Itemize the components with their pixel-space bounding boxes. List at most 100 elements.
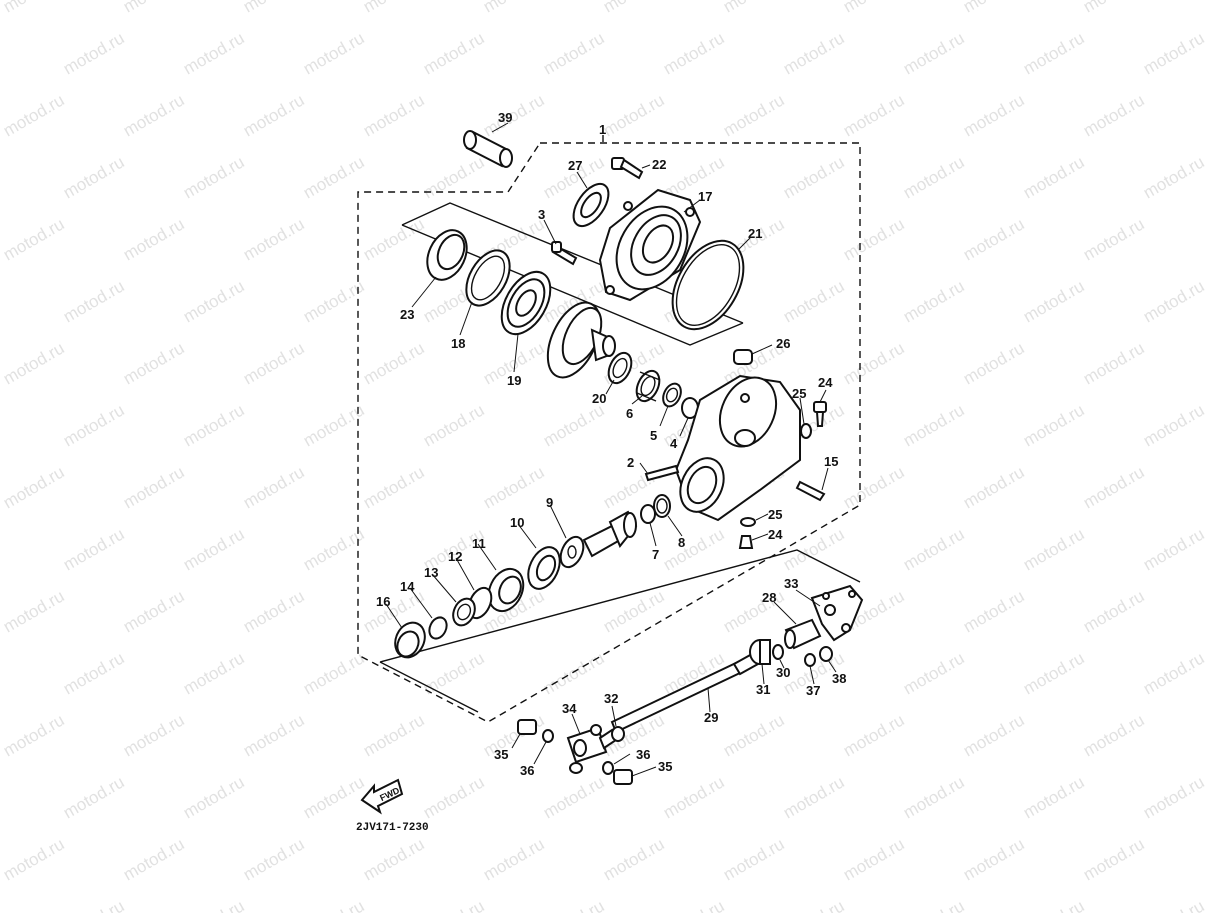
leader-7 <box>649 522 657 547</box>
shaft-set-bracket <box>379 549 861 713</box>
leader-31 <box>761 663 765 685</box>
drain-bolt-top <box>813 401 827 427</box>
leader-39 <box>491 122 509 133</box>
part-label-26: 26 <box>776 336 790 351</box>
ball-bearing-part <box>500 270 552 336</box>
bushing-37-part <box>804 653 816 667</box>
pinion-gear-part <box>582 510 638 558</box>
bushing-8-inner <box>656 498 668 514</box>
part-label-3: 3 <box>538 207 545 222</box>
bracket-part <box>810 584 864 642</box>
stud-part <box>644 464 680 482</box>
part-label-4: 4 <box>670 436 678 451</box>
part-label-35-right: 35 <box>658 759 672 774</box>
part-label-14: 14 <box>400 579 415 594</box>
leader-35-right <box>631 766 657 777</box>
tube-part <box>463 130 513 168</box>
part-label-11: 11 <box>472 536 486 551</box>
stud-15-part <box>795 480 826 502</box>
part-label-2: 2 <box>627 455 634 470</box>
drive-shaft-part <box>610 652 760 734</box>
washer-25-top <box>800 423 812 439</box>
leader-36-left <box>533 741 547 765</box>
universal-joint-part <box>566 724 618 774</box>
bearing-housing-part <box>598 188 702 302</box>
needle-bearing-35-left <box>517 719 537 735</box>
leader-24-bottom <box>751 533 769 541</box>
part-label-17: 17 <box>698 189 712 204</box>
part-label-38: 38 <box>832 671 846 686</box>
o-ring-part <box>671 239 745 331</box>
part-label-21: 21 <box>748 226 762 241</box>
part-label-9: 9 <box>546 495 553 510</box>
leader-17 <box>683 199 701 213</box>
leader-32 <box>611 705 617 727</box>
part-label-6: 6 <box>626 406 633 421</box>
plug-part <box>733 349 753 365</box>
assembly-number-label: 1 <box>599 122 606 137</box>
part-label-23: 23 <box>400 307 414 322</box>
part-label-24-top: 24 <box>818 375 833 390</box>
collar-part <box>452 597 476 627</box>
part-label-25-top: 25 <box>792 386 806 401</box>
part-label-16: 16 <box>376 594 390 609</box>
bearing-10-part <box>527 546 561 590</box>
leader-18 <box>459 301 473 336</box>
part-label-39: 39 <box>498 110 512 125</box>
spacer-14-part <box>428 616 448 640</box>
part-label-5: 5 <box>650 428 657 443</box>
leader-25-top <box>799 397 805 425</box>
leader-36-right <box>613 753 631 765</box>
part-label-37: 37 <box>806 683 820 698</box>
leader-5 <box>659 405 669 427</box>
diagram-code: 2JV171-7230 <box>356 822 429 834</box>
leader-22 <box>641 164 651 169</box>
shim-part <box>572 182 610 228</box>
leader-16 <box>385 603 403 629</box>
leader-8 <box>667 515 683 537</box>
part-label-30: 30 <box>776 665 790 680</box>
part-label-32: 32 <box>604 691 618 706</box>
screw-part <box>551 241 578 266</box>
leader-14 <box>409 587 433 619</box>
part-label-8: 8 <box>678 535 685 550</box>
leader-6 <box>631 395 643 405</box>
washer-30-part <box>772 644 784 660</box>
circlip-inner <box>470 255 506 301</box>
leader-26 <box>751 344 773 355</box>
part-label-19: 19 <box>507 373 521 388</box>
part-label-29: 29 <box>704 710 718 725</box>
part-label-24-bottom: 24 <box>768 527 783 542</box>
part-label-18: 18 <box>451 336 465 351</box>
leader-10 <box>517 523 537 549</box>
leader-29 <box>707 687 711 713</box>
clip-36-left <box>542 729 554 743</box>
shim-9-part <box>559 535 585 569</box>
assembly-outline <box>357 135 861 723</box>
seal-16-part <box>394 621 426 659</box>
part-label-25-bottom: 25 <box>768 507 782 522</box>
part-label-31: 31 <box>756 682 770 697</box>
leader-25-bottom <box>755 513 769 521</box>
leader-4 <box>679 417 689 437</box>
oil-seal-part <box>426 229 468 281</box>
leader-11 <box>477 543 497 571</box>
bolt-part <box>611 157 644 180</box>
part-label-27: 27 <box>568 158 582 173</box>
part-label-36-right: 36 <box>636 747 650 762</box>
leader-15 <box>821 467 829 491</box>
part-label-28: 28 <box>762 590 776 605</box>
part-label-33: 33 <box>784 576 798 591</box>
ring-gear-part <box>546 301 616 379</box>
part-label-7: 7 <box>652 547 659 562</box>
leader-27 <box>576 171 588 189</box>
cap-32-part <box>611 726 625 742</box>
leader-3 <box>543 219 557 245</box>
gear-case-part <box>674 374 801 522</box>
leader-24-top <box>819 389 827 403</box>
cap-38-part <box>819 646 833 662</box>
leader-19 <box>513 333 519 373</box>
part-label-10: 10 <box>510 515 524 530</box>
clip-36-right <box>602 761 614 775</box>
